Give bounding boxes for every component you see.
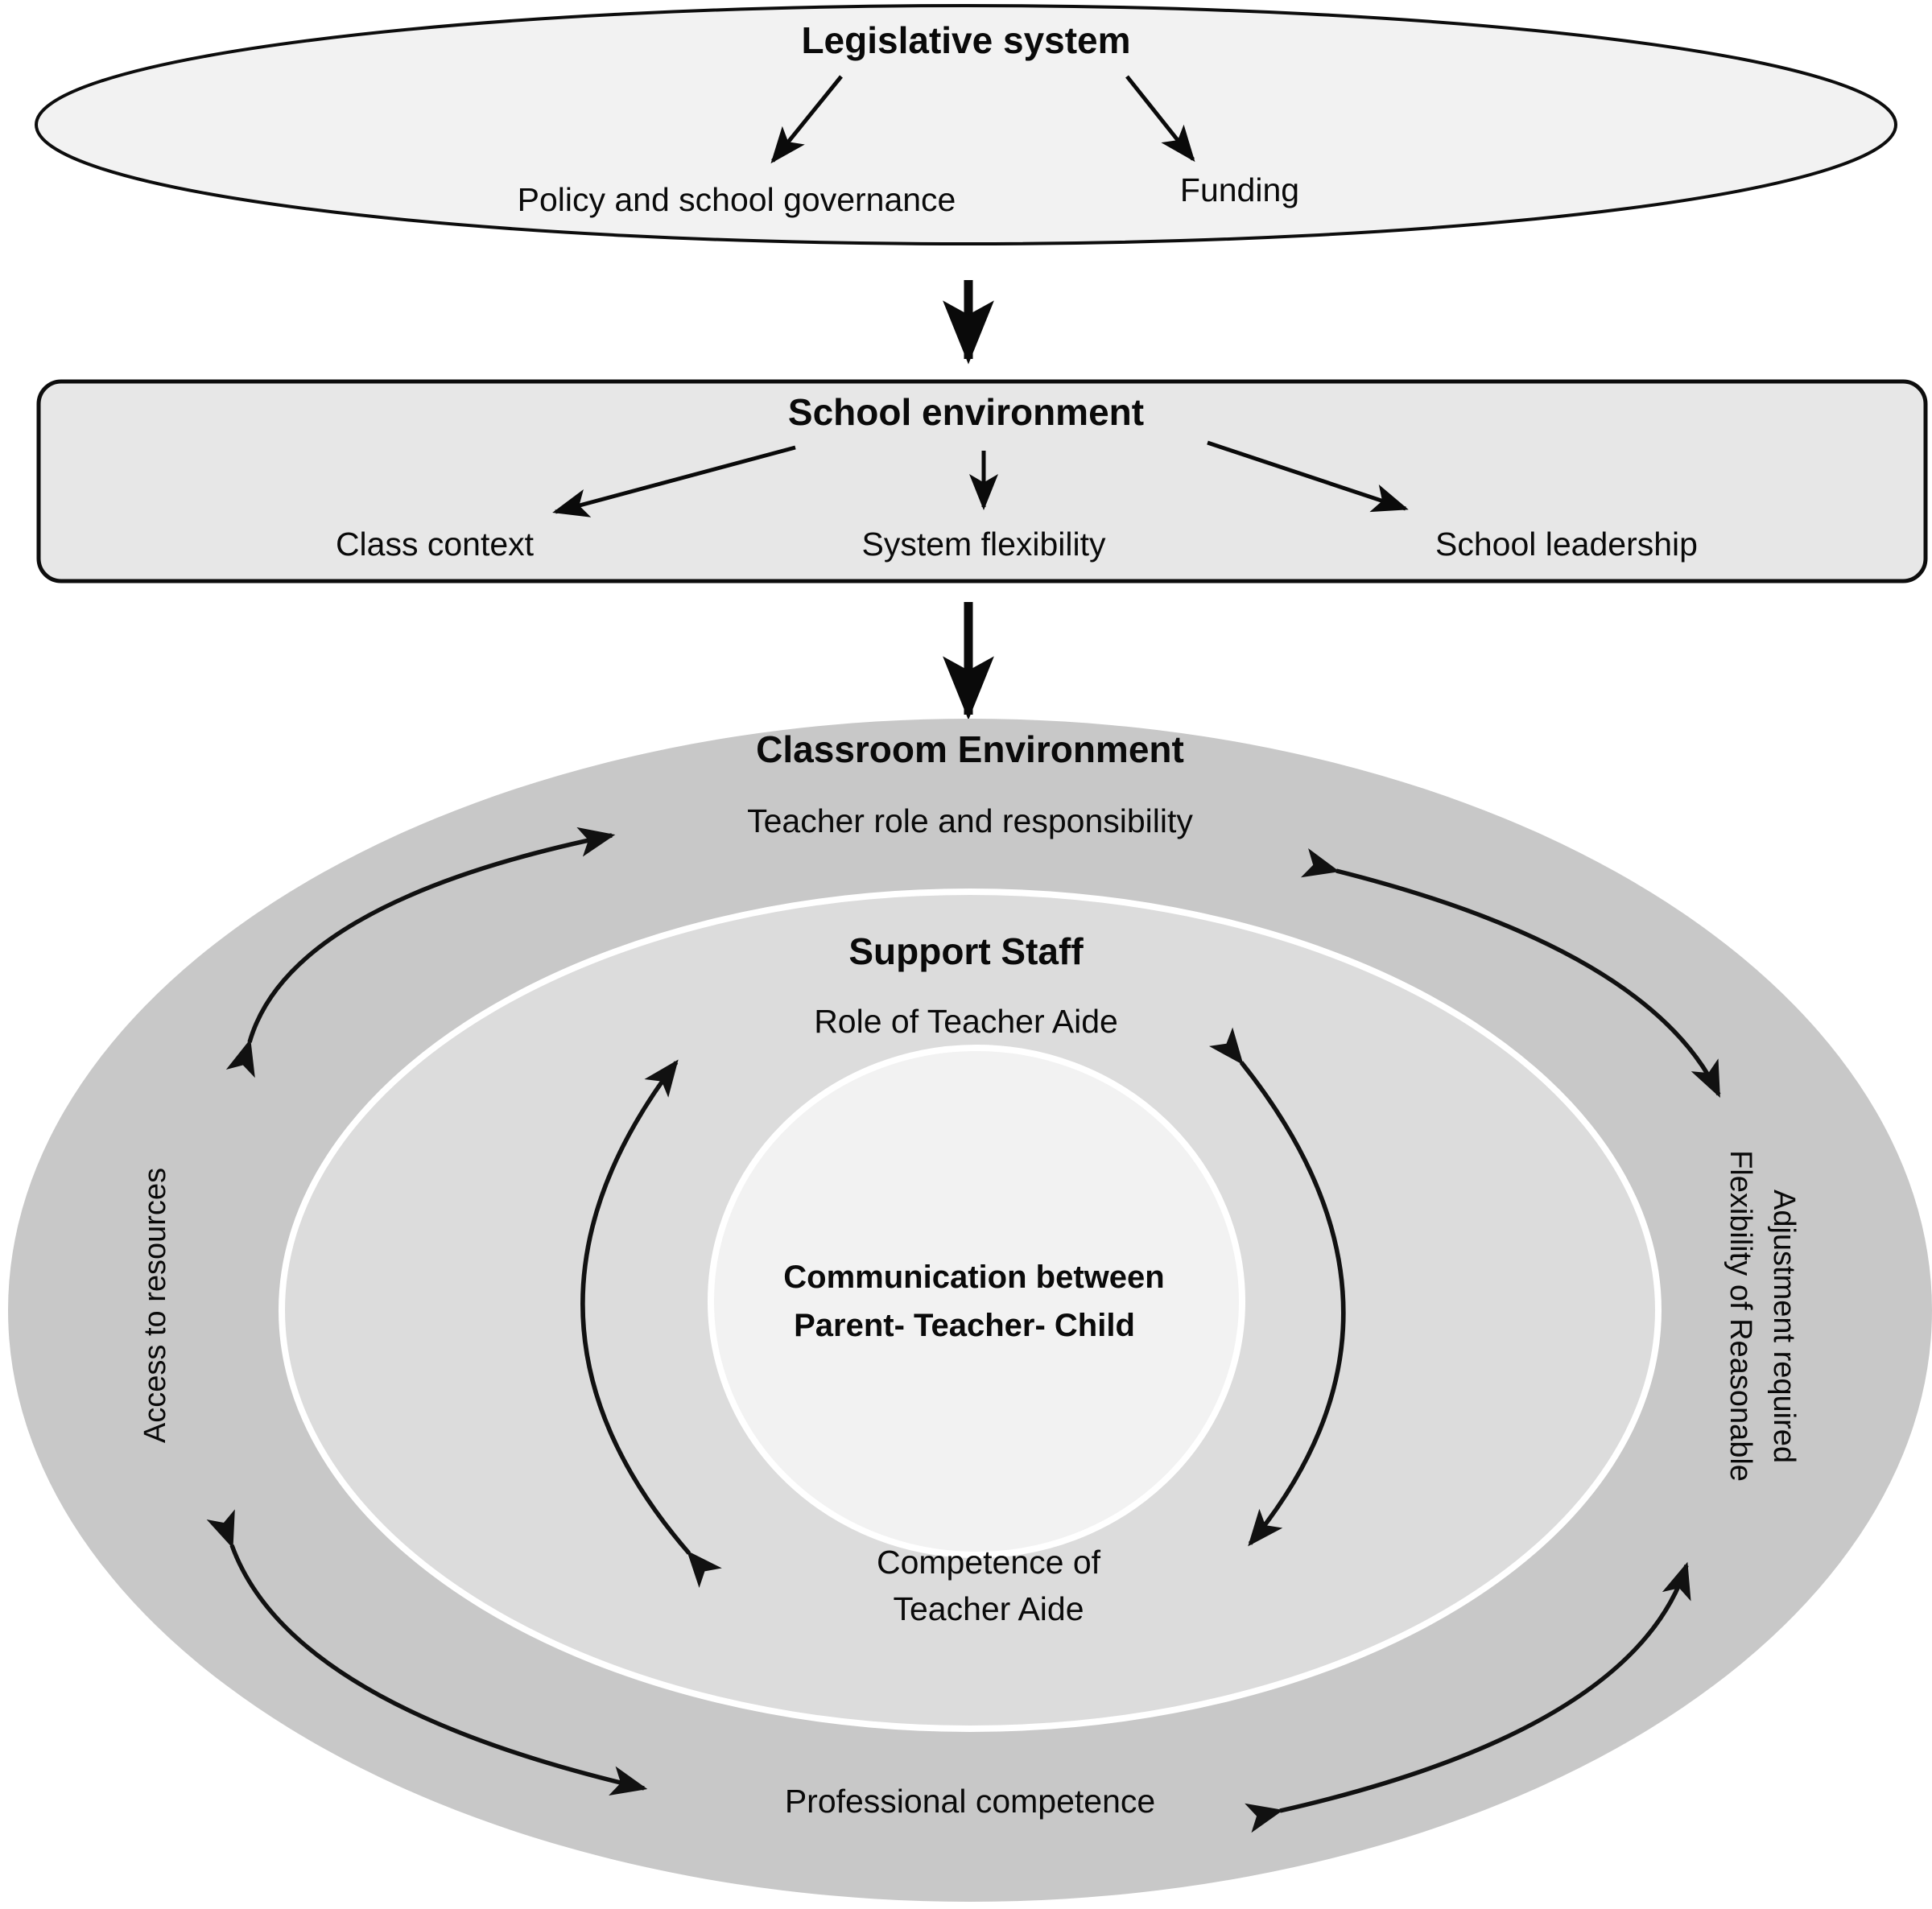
school-child-class-context-label: Class context xyxy=(336,526,535,563)
school-child-system-flexibility-label: System flexibility xyxy=(861,526,1106,563)
arrow-school-to-class-context xyxy=(552,445,796,517)
school-environment-title: School environment xyxy=(788,391,1144,433)
classroom-right-label-flexibility-line1: Flexibility of Reasonable xyxy=(1724,1150,1757,1482)
legislative-child-policy-label: Policy and school governance xyxy=(518,181,956,218)
curved-arrow-outer-bottom-right xyxy=(1245,1561,1691,1833)
classroom-environment-title: Classroom Environment xyxy=(756,728,1184,770)
school-environment-group: School environment Class context System … xyxy=(36,379,1928,583)
support-staff-bottom-label-line1: Competence of xyxy=(877,1544,1101,1581)
classroom-environment-group: Classroom Environment Teacher role and r… xyxy=(8,719,1932,1902)
legislative-child-funding-label: Funding xyxy=(1180,171,1299,208)
legislative-system-title: Legislative system xyxy=(801,19,1130,61)
curved-arrow-outer-bottom-left xyxy=(206,1509,648,1796)
arrow-school-to-school-leadership xyxy=(1207,440,1409,513)
curved-arrow-inner-left xyxy=(580,1059,722,1589)
curved-arrow-outer-top-right xyxy=(1300,847,1721,1098)
classroom-left-label-access-to-resources: Access to resources xyxy=(138,1168,172,1443)
arrow-legislative-to-funding xyxy=(1125,75,1195,163)
support-staff-title: Support Staff xyxy=(848,930,1084,972)
support-staff-subtitle: Role of Teacher Aide xyxy=(814,1003,1118,1040)
classroom-right-label-flexibility-line2: Adjustment required xyxy=(1767,1190,1801,1463)
legislative-system-group: Legislative system Policy and school gov… xyxy=(35,4,1897,245)
core-communication-line1: Communication between xyxy=(783,1260,1164,1295)
legislative-system-ellipse xyxy=(35,4,1897,245)
classroom-environment-subtitle: Teacher role and responsibility xyxy=(747,802,1193,839)
curved-arrow-outer-top-left xyxy=(225,827,616,1078)
school-child-school-leadership-label: School leadership xyxy=(1435,526,1698,563)
support-staff-bottom-label-line2: Teacher Aide xyxy=(893,1590,1084,1627)
classroom-bottom-label-professional-competence: Professional competence xyxy=(785,1783,1155,1820)
arrow-legislative-to-policy xyxy=(770,75,843,164)
core-communication-line2: Parent- Teacher- Child xyxy=(794,1308,1135,1343)
core-communication-ellipse xyxy=(708,1045,1245,1558)
curved-arrow-inner-right xyxy=(1208,1027,1346,1547)
